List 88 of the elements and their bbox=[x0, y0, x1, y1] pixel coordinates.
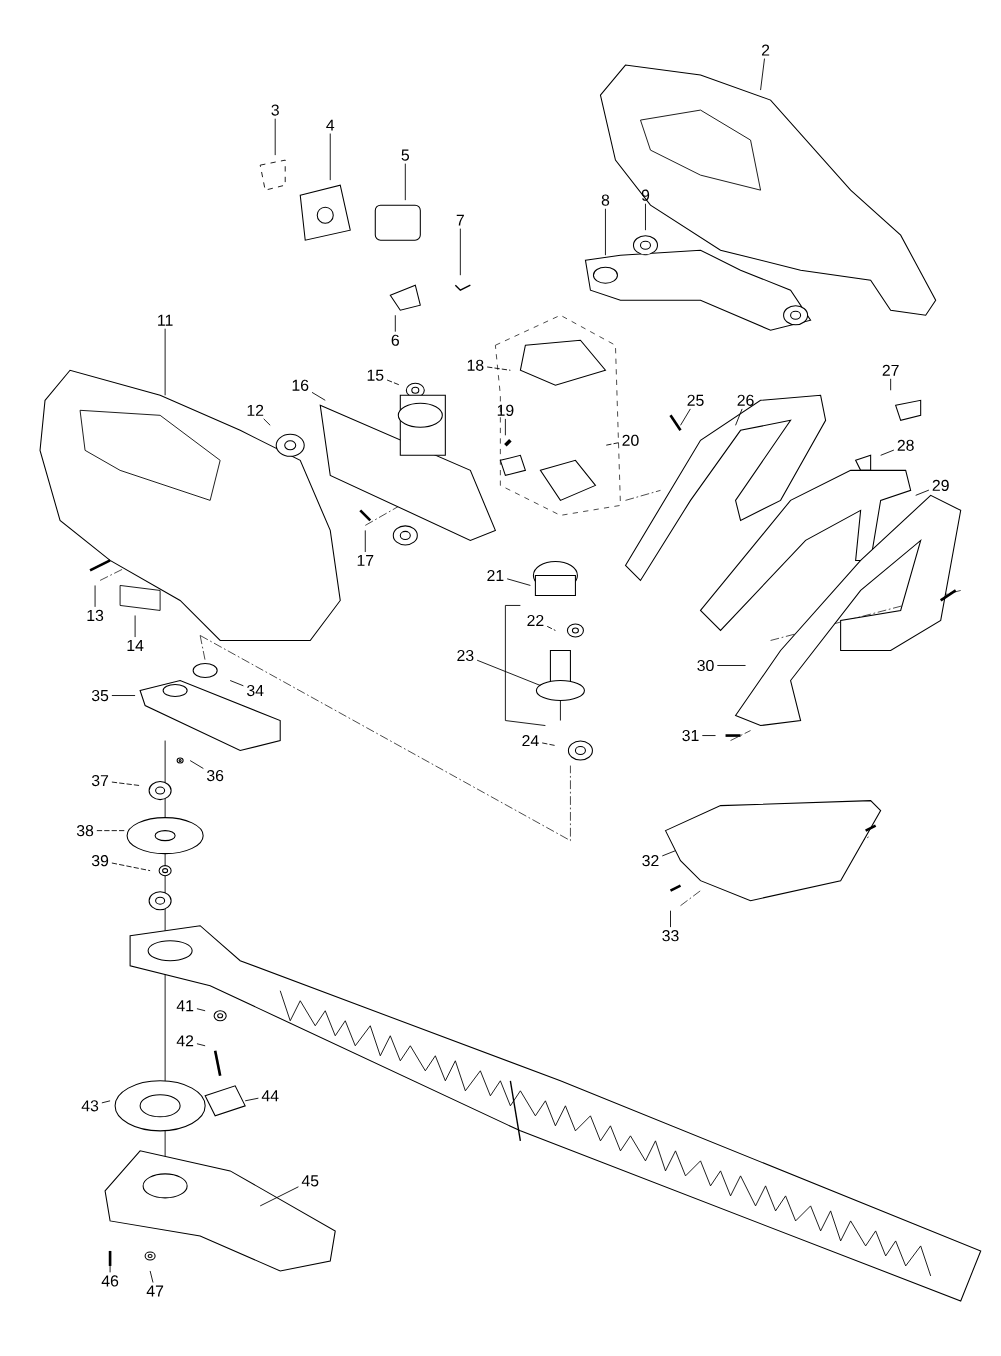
callout-number: 6 bbox=[391, 334, 400, 346]
callout-number: 29 bbox=[932, 479, 949, 491]
callout-number: 16 bbox=[292, 379, 309, 391]
callout-number: 45 bbox=[301, 1175, 319, 1187]
leader-line bbox=[189, 760, 204, 769]
leader-line bbox=[164, 328, 166, 396]
callout-number: 25 bbox=[687, 394, 704, 406]
leader-line bbox=[476, 659, 541, 686]
callout-number: 27 bbox=[882, 364, 899, 376]
callout-number: 32 bbox=[642, 855, 659, 867]
leader-line bbox=[229, 680, 244, 687]
leader-line bbox=[386, 379, 401, 386]
leader-line bbox=[149, 1270, 154, 1283]
callout-number: 30 bbox=[697, 659, 714, 672]
leader-line bbox=[760, 58, 766, 91]
leader-line bbox=[460, 228, 461, 276]
callout-number: 41 bbox=[176, 1000, 194, 1012]
callout-number: 7 bbox=[456, 214, 465, 226]
callout-number: 14 bbox=[127, 640, 144, 651]
leader-line bbox=[505, 418, 506, 436]
leader-line bbox=[111, 862, 151, 872]
leader-line bbox=[94, 585, 96, 608]
leader-line bbox=[605, 442, 620, 446]
callout-number: 44 bbox=[261, 1090, 279, 1102]
callout-number: 4 bbox=[326, 119, 335, 131]
leader-line bbox=[645, 203, 647, 231]
callout-number: 43 bbox=[81, 1100, 99, 1112]
leader-line bbox=[364, 529, 366, 553]
leader-line bbox=[890, 378, 892, 391]
callout-number: 24 bbox=[522, 735, 539, 747]
leader-line bbox=[329, 133, 331, 181]
callout-number: 36 bbox=[207, 769, 224, 782]
callout-number: 18 bbox=[467, 359, 484, 371]
callout-number: 38 bbox=[77, 825, 94, 837]
leader-line bbox=[196, 1008, 206, 1012]
callout-number: 39 bbox=[92, 855, 109, 867]
leader-line bbox=[111, 695, 136, 696]
callout-number: 26 bbox=[737, 394, 754, 406]
leader-line bbox=[259, 1186, 299, 1207]
callout-number: 9 bbox=[641, 189, 650, 201]
leader-line bbox=[134, 615, 136, 638]
leader-line bbox=[311, 391, 326, 401]
callout-number: 42 bbox=[176, 1035, 194, 1047]
leader-line bbox=[546, 625, 556, 631]
leader-line bbox=[263, 418, 271, 426]
callout-number: 20 bbox=[622, 434, 639, 446]
leader-line bbox=[405, 163, 406, 201]
leader-line bbox=[880, 449, 895, 456]
leader-line bbox=[915, 489, 930, 496]
leader-line bbox=[96, 830, 126, 832]
callout-number: 17 bbox=[357, 554, 374, 566]
leader-line bbox=[101, 1100, 111, 1104]
callout-number: 37 bbox=[92, 774, 109, 787]
callout-number: 12 bbox=[247, 404, 264, 416]
callout-number: 47 bbox=[146, 1285, 164, 1297]
callout-number: 46 bbox=[101, 1275, 119, 1287]
callout-number: 2 bbox=[762, 44, 770, 56]
leader-line bbox=[244, 1097, 259, 1102]
leader-line bbox=[109, 1255, 111, 1273]
leader-line bbox=[395, 314, 396, 333]
callout-number: 33 bbox=[662, 930, 679, 942]
callout-number: 5 bbox=[401, 149, 410, 161]
leader-line bbox=[486, 366, 511, 371]
leader-line bbox=[702, 735, 717, 736]
callout-number: 31 bbox=[682, 729, 699, 742]
leader-line bbox=[717, 665, 747, 666]
callout-number: 3 bbox=[271, 104, 280, 116]
leader-line bbox=[735, 408, 743, 426]
leader-line bbox=[541, 742, 556, 746]
leader-line bbox=[111, 781, 141, 787]
callout-number: 19 bbox=[497, 404, 514, 416]
callout-number: 22 bbox=[527, 614, 544, 626]
leader-line bbox=[506, 578, 531, 586]
callout-number: 11 bbox=[158, 314, 173, 326]
leader-line bbox=[605, 208, 607, 256]
callout-number: 8 bbox=[601, 194, 610, 206]
callout-number: 21 bbox=[487, 569, 504, 581]
leader-line bbox=[670, 910, 672, 928]
callout-number: 13 bbox=[87, 609, 104, 622]
callout-number: 35 bbox=[92, 689, 109, 702]
leader-line bbox=[274, 118, 276, 156]
callout-number: 23 bbox=[457, 649, 474, 662]
leader-line bbox=[680, 408, 691, 426]
leader-line bbox=[661, 850, 677, 857]
callout-number: 28 bbox=[897, 439, 914, 451]
callout-number: 34 bbox=[247, 684, 264, 697]
callout-number: 15 bbox=[367, 369, 384, 381]
leader-line bbox=[196, 1043, 206, 1047]
